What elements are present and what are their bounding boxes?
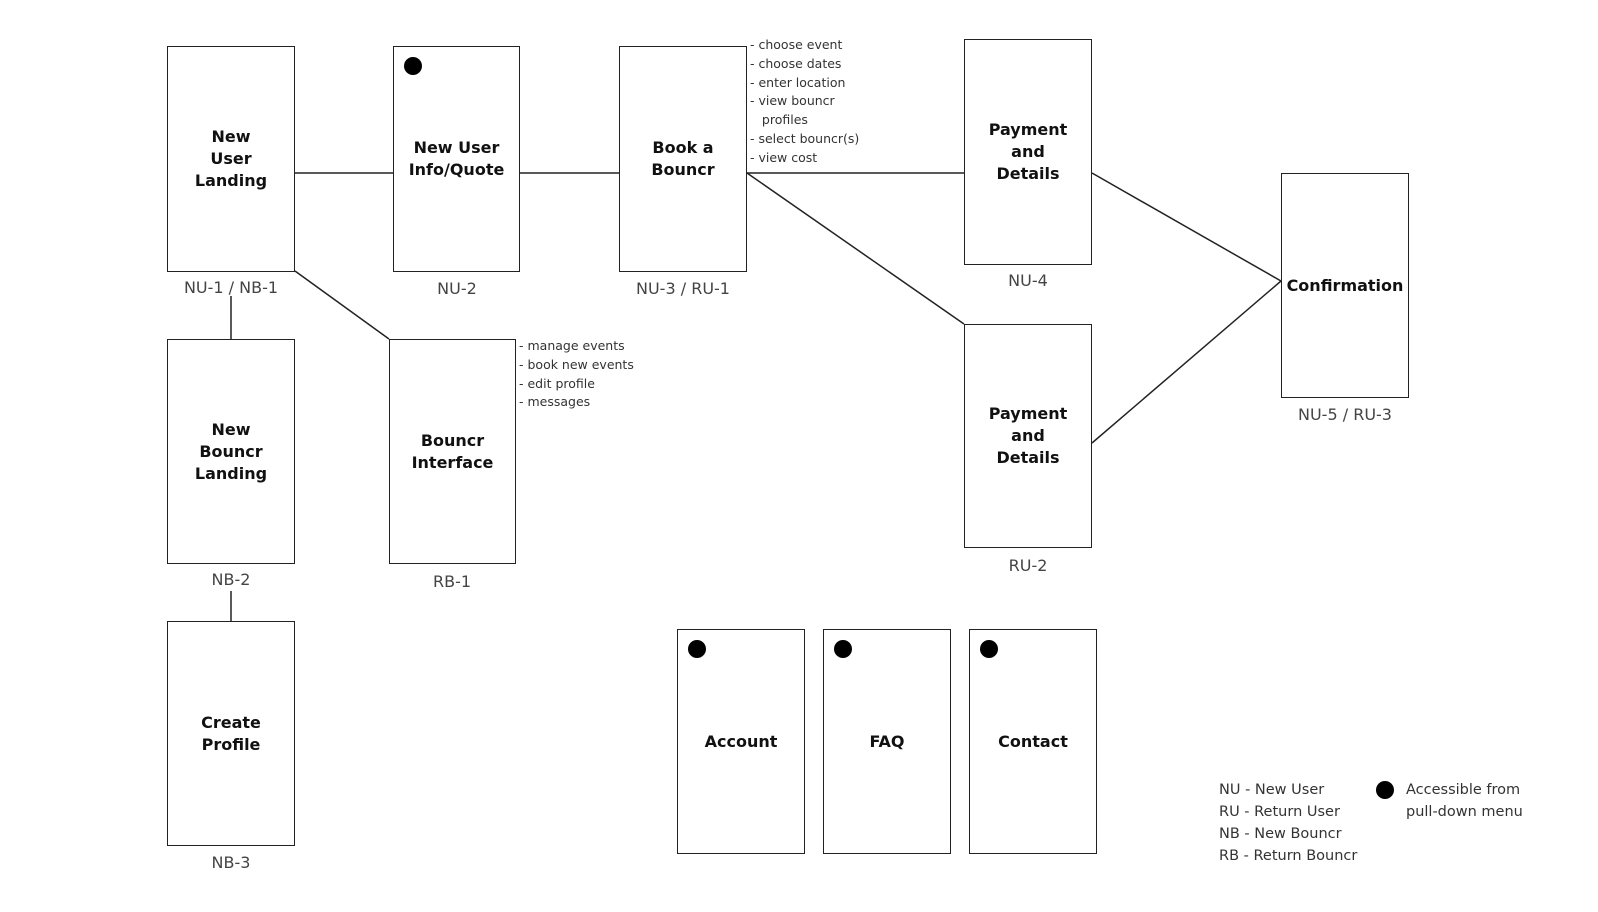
screen-account: Account bbox=[677, 629, 805, 854]
screen-new-user-landing: New User Landing bbox=[167, 46, 295, 272]
screen-title: Payment and Details bbox=[988, 120, 1068, 183]
note-line: - choose event bbox=[750, 37, 843, 52]
legend-abbreviations: NU - New User RU - Return User NB - New … bbox=[1219, 779, 1357, 867]
screen-title: New User Landing bbox=[194, 127, 268, 190]
screen-new-user-info-quote: New User Info/Quote bbox=[393, 46, 520, 272]
menu-accessible-dot-icon bbox=[980, 640, 998, 658]
screen-code: NU-1 / NB-1 bbox=[183, 278, 279, 297]
bouncr-interface-notes: - manage events - book new events - edit… bbox=[519, 337, 634, 412]
link-nu1-rb1 bbox=[294, 270, 390, 340]
screen-code: NU-3 / RU-1 bbox=[636, 279, 730, 298]
menu-accessible-dot-icon bbox=[834, 640, 852, 658]
screen-title: Account bbox=[704, 731, 778, 751]
book-bouncr-notes: - choose event - choose dates - enter lo… bbox=[750, 36, 859, 168]
note-line: - view bouncr bbox=[750, 93, 835, 109]
link-nu4-nu5 bbox=[1091, 172, 1282, 282]
note-line: - choose dates bbox=[750, 55, 842, 71]
link-nu3-ru2 bbox=[746, 172, 965, 325]
screen-create-profile: Create Profile bbox=[167, 621, 295, 846]
screen-code: RU-2 bbox=[1008, 556, 1048, 575]
note-line: - edit profile bbox=[519, 375, 595, 391]
screen-code: NB-2 bbox=[211, 570, 251, 589]
screen-title: New User Info/Quote bbox=[408, 138, 505, 179]
screen-payment-details-new: Payment and Details bbox=[964, 39, 1092, 265]
screen-new-bouncr-landing: New Bouncr Landing bbox=[167, 339, 295, 564]
legend-item: RU - Return User bbox=[1219, 804, 1340, 820]
screen-code: NU-2 bbox=[437, 279, 477, 298]
screen-title: New Bouncr Landing bbox=[194, 419, 268, 483]
legend-item: NU - New User bbox=[1219, 782, 1325, 798]
legend-dot-icon bbox=[1376, 781, 1394, 799]
note-line: - book new events bbox=[519, 356, 634, 372]
menu-accessible-dot-icon bbox=[688, 640, 706, 658]
screen-code: NB-3 bbox=[211, 853, 251, 872]
note-line: - enter location bbox=[750, 74, 846, 90]
legend-item: NB - New Bouncr bbox=[1219, 826, 1342, 842]
screen-confirmation: Confirmation bbox=[1281, 173, 1409, 398]
screen-faq: FAQ bbox=[823, 629, 951, 854]
screen-book-a-bouncr: Book a Bouncr bbox=[619, 46, 747, 272]
note-line: profiles bbox=[750, 112, 808, 128]
screen-title: Book a Bouncr bbox=[651, 138, 715, 179]
screen-contact: Contact bbox=[969, 629, 1097, 854]
note-line: - messages bbox=[519, 394, 591, 410]
screen-code: NU-5 / RU-3 bbox=[1298, 405, 1392, 424]
legend-item: RB - Return Bouncr bbox=[1219, 848, 1358, 864]
link-ru2-nu5 bbox=[1091, 280, 1282, 444]
screen-code: RB-1 bbox=[432, 572, 472, 591]
screen-title: Bouncr Interface bbox=[411, 430, 494, 472]
menu-accessible-dot-icon bbox=[404, 57, 422, 75]
screen-title: Confirmation bbox=[1286, 275, 1404, 295]
screen-title: Create Profile bbox=[201, 712, 261, 754]
screen-title: FAQ bbox=[869, 731, 905, 751]
screen-code: NU-4 bbox=[1008, 271, 1048, 290]
screen-title: Payment and Details bbox=[988, 404, 1068, 467]
screen-title: Contact bbox=[998, 731, 1068, 751]
screen-bouncr-interface: Bouncr Interface bbox=[389, 339, 516, 564]
screen-payment-details-return: Payment and Details bbox=[964, 324, 1092, 548]
legend-dot-text: Accessible from pull-down menu bbox=[1406, 782, 1523, 820]
note-line: - select bouncr(s) bbox=[750, 130, 860, 146]
note-line: - manage events bbox=[519, 338, 625, 353]
note-line: - view cost bbox=[750, 149, 818, 165]
